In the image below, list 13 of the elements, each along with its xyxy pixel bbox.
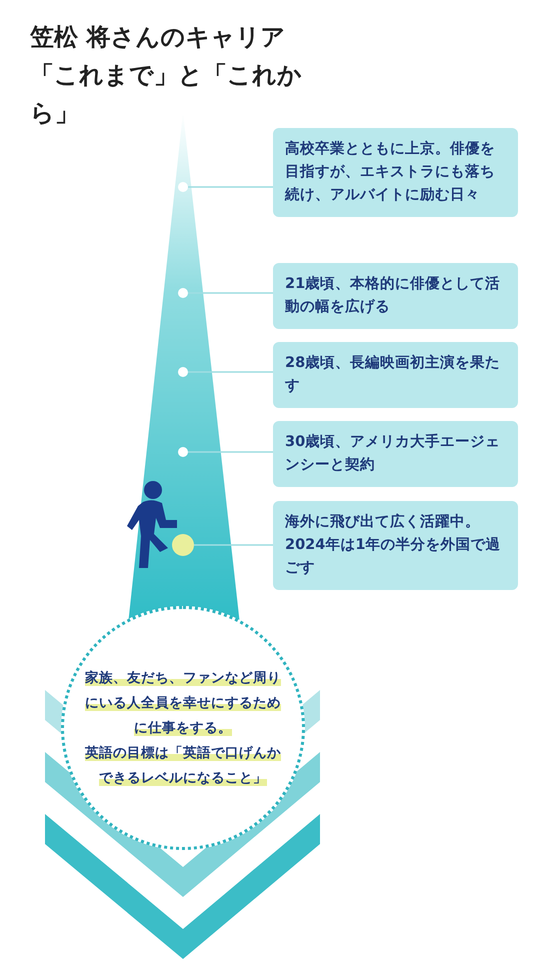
goal-text: 家族、友だち、ファンなど周りにいる人全員を幸せにするために仕事をする。 [84, 668, 282, 738]
leader-line [188, 371, 273, 373]
event-card: 30歳頃、アメリカ大手エージェンシーと契約 [273, 421, 518, 487]
event-card: 高校卒業とともに上京。俳優を目指すが、エキストラにも落ち続け、アルバイトに励む日々 [273, 128, 518, 217]
event-card: 28歳頃、長編映画初主演を果たす [273, 342, 518, 408]
event-card: 海外に飛び出て広く活躍中。2024年は1年の半分を外国で過ごす [273, 501, 518, 590]
leader-line [188, 292, 273, 294]
goal-text: 英語の目標は「英語で口げんかできるレベルになること」 [84, 744, 282, 788]
title: 笠松 将さんのキャリア「これまで」と「これから」 [30, 22, 303, 129]
leader-line [188, 451, 273, 453]
leader-line [194, 544, 273, 546]
leader-line [188, 186, 273, 188]
event-card: 21歳頃、本格的に俳優として活動の幅を広げる [273, 263, 518, 329]
